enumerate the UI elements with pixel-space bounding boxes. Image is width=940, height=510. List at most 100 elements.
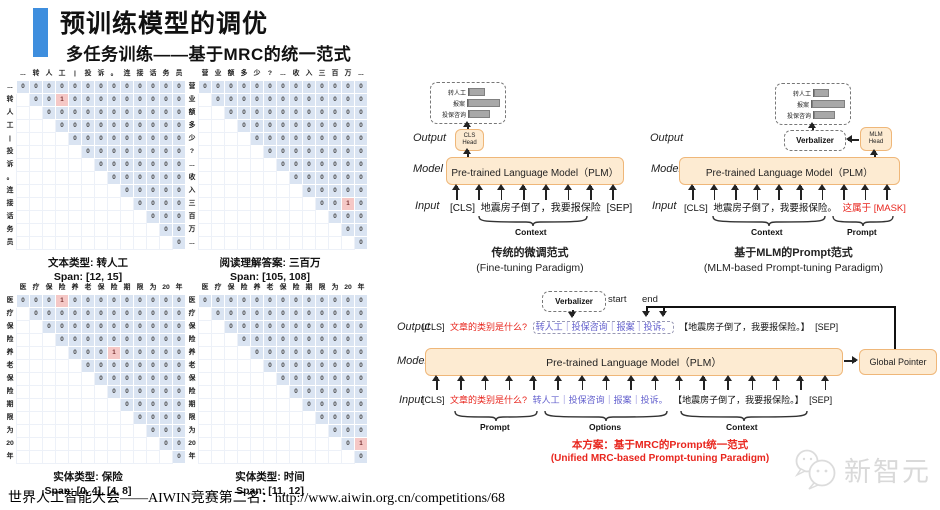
matrix-cell	[224, 223, 238, 237]
matrix-cell: 0	[42, 294, 56, 308]
matrix-cell: 0	[172, 424, 186, 438]
matrix-cell	[55, 197, 69, 211]
matrix-cell	[211, 236, 225, 250]
matrix-cell	[237, 385, 251, 399]
matrix-cell: 0	[354, 132, 368, 146]
bar-track	[468, 109, 490, 119]
matrix-cell: 0	[315, 197, 329, 211]
class-bar-row: 投保咨询	[433, 109, 500, 119]
matrix-cell: 0	[42, 93, 56, 107]
matrix-cell: 0	[328, 385, 342, 399]
matrix-cell: 0	[198, 294, 212, 308]
arrow-up-icon	[700, 375, 707, 390]
matrix-row-header: 入	[188, 186, 196, 194]
matrix-cell	[276, 236, 290, 250]
matrix-cell: 0	[341, 424, 355, 438]
token-question: 文章的类别是什么?	[450, 322, 528, 332]
plm-box: Pre-trained Language Model（PLM）	[425, 348, 843, 376]
matrix-cell: 0	[107, 106, 121, 120]
matrix-cell	[94, 424, 108, 438]
matrix-cell: 0	[172, 119, 186, 133]
matrix-cell: 0	[354, 197, 368, 211]
matrix-cell: 0	[263, 320, 277, 334]
matrix-col-header: 工	[58, 69, 66, 77]
matrix-cell: 0	[29, 294, 43, 308]
matrix-cell: 0	[159, 119, 173, 133]
caption-en: (Fine-tuning Paradigm)	[476, 261, 584, 274]
arrow-up-icon	[651, 375, 658, 390]
matrix-row-header: 额	[188, 108, 196, 116]
matrix-row-header: 诉	[6, 160, 14, 168]
matrix-cell: 0	[263, 333, 277, 347]
matrix-cell	[302, 411, 316, 425]
matrix-cell	[224, 171, 238, 185]
matrix-cell	[55, 359, 69, 373]
matrix-cell	[289, 424, 303, 438]
matrix-cell: 0	[133, 119, 147, 133]
matrix-cell: 0	[276, 93, 290, 107]
matrix-cell: 0	[302, 119, 316, 133]
matrix-cell	[94, 437, 108, 451]
matrix-cell: 0	[263, 93, 277, 107]
matrix-cell	[263, 210, 277, 224]
matrix-cell	[68, 197, 82, 211]
matrix-cell: 0	[55, 307, 69, 321]
matrix-cell	[263, 450, 277, 464]
matrix-cell: 0	[354, 372, 368, 386]
class-score-bar	[814, 88, 829, 98]
matrix-cell: 0	[328, 333, 342, 347]
matrix-cell	[107, 424, 121, 438]
matrix-cell	[250, 372, 264, 386]
arrow-up-icon	[587, 184, 594, 200]
matrix-cell: 0	[250, 320, 264, 334]
matrix-span: Span: [11, 12]	[236, 484, 304, 497]
matrix-cell	[224, 236, 238, 250]
matrix-cell: 0	[302, 145, 316, 159]
matrix-cell: 0	[133, 372, 147, 386]
matrix-cell: 0	[354, 385, 368, 399]
token-context: 【地震房子倒了，我要报保险。】	[673, 395, 804, 405]
matrix-cell	[16, 346, 30, 360]
matrix-cell: 0	[289, 307, 303, 321]
matrix-cell: 0	[94, 372, 108, 386]
matrix-cell: 0	[81, 359, 95, 373]
class-label: 报案	[452, 101, 465, 108]
matrix-cell	[237, 450, 251, 464]
matrix-cell: 0	[172, 80, 186, 94]
matrix-cell: 0	[341, 210, 355, 224]
matrix-cell	[107, 184, 121, 198]
matrix-row-header: 养	[6, 348, 14, 356]
matrix-cell	[198, 236, 212, 250]
matrix-cell: 0	[172, 236, 186, 250]
matrix-cell	[198, 333, 212, 347]
matrix-row-header: 工	[6, 121, 14, 129]
matrix-span: Span: [0, 4], [4, 8]	[44, 484, 132, 497]
class-bar-row: 投保咨询	[778, 110, 845, 120]
matrix-cell: 0	[289, 93, 303, 107]
matrix-cell	[263, 184, 277, 198]
matrix-cell	[250, 210, 264, 224]
matrix-cell: 0	[133, 294, 147, 308]
diagram-caption: 本方案：基于MRC的Prompt统一范式 (Unified MRC-based …	[535, 438, 785, 466]
matrix-cell: 0	[159, 158, 173, 172]
matrix-row-header: 。	[6, 173, 14, 181]
matrix-cell	[276, 210, 290, 224]
matrix-cell: 0	[94, 320, 108, 334]
matrix-cell	[211, 119, 225, 133]
matrix-cell: 0	[263, 346, 277, 360]
matrix-cell: 0	[146, 346, 160, 360]
bar-track	[813, 88, 829, 98]
matrix-cell: 0	[94, 80, 108, 94]
class-bar-row: 报案	[778, 99, 845, 109]
matrix-cell: 0	[159, 197, 173, 211]
matrix-corner-cell	[186, 282, 199, 295]
matrix-cell	[16, 236, 30, 250]
matrix-cell	[94, 171, 108, 185]
matrix-cell: 0	[81, 307, 95, 321]
matrix-cell: 0	[224, 320, 238, 334]
matrix-cell: 0	[263, 80, 277, 94]
matrix-cell: 0	[172, 184, 186, 198]
matrix-cell: 0	[237, 93, 251, 107]
token-options: 转人工｜投保咨询｜报案｜投诉。	[532, 321, 674, 334]
